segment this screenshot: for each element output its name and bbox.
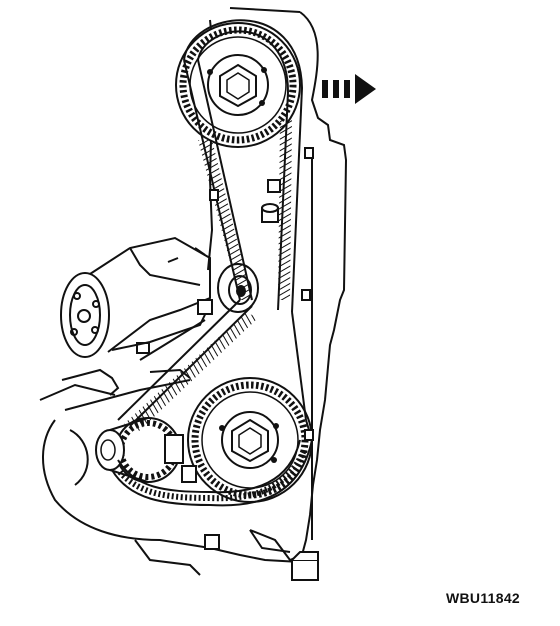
lower-camshaft-sprocket xyxy=(187,377,313,503)
crankshaft-sprocket xyxy=(95,417,184,483)
belt-teeth xyxy=(117,120,307,502)
upper-camshaft-sprocket xyxy=(175,22,301,148)
bracket xyxy=(61,319,206,396)
direction-arrow-icon xyxy=(322,74,376,104)
bolts xyxy=(181,147,319,581)
water-pump xyxy=(60,236,213,358)
figure-code: WBU11842 xyxy=(446,590,520,606)
